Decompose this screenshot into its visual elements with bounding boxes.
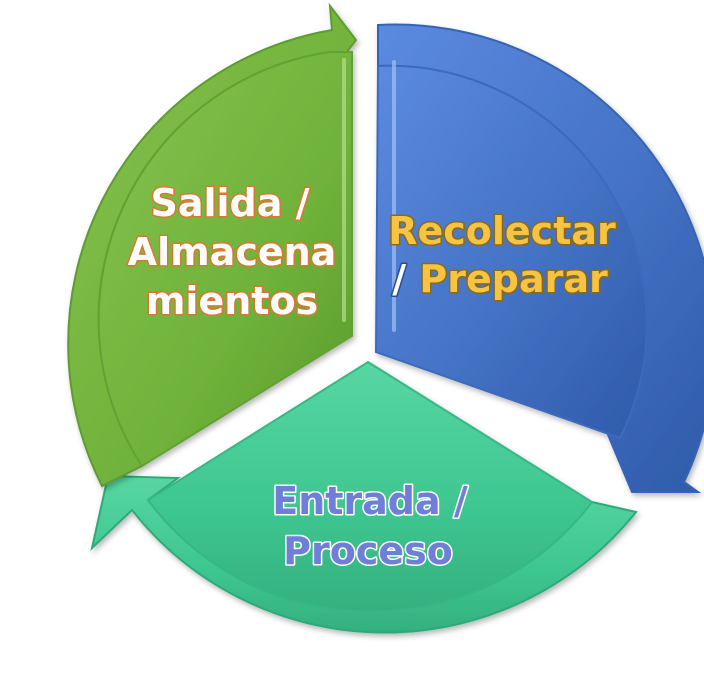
- label-recolectar: Recolectar / Preparar: [387, 208, 618, 303]
- label-entrada-line2: Proceso: [283, 529, 453, 573]
- segment-salida: [67, 2, 358, 488]
- label-entrada: Entrada / Proceso: [271, 478, 470, 575]
- label-salida-line3: mientos: [146, 279, 318, 323]
- label-recolectar-slash: /: [392, 257, 419, 301]
- label-entrada-line1: Entrada /: [272, 479, 468, 523]
- segment-entrada-inner: [146, 360, 594, 613]
- segment-recolectar-inner: [374, 64, 648, 440]
- label-salida-line1: Salida /: [150, 181, 309, 225]
- label-recolectar-line2: / Preparar: [392, 257, 608, 301]
- label-recolectar-word: Preparar: [419, 257, 608, 301]
- label-recolectar-line1: Recolectar: [388, 209, 616, 253]
- segment-salida-inner: [97, 51, 353, 468]
- label-salida: Salida / Almacena mientos: [126, 180, 338, 325]
- label-salida-line2: Almacena: [128, 230, 337, 274]
- segment-recolectar: [374, 23, 704, 493]
